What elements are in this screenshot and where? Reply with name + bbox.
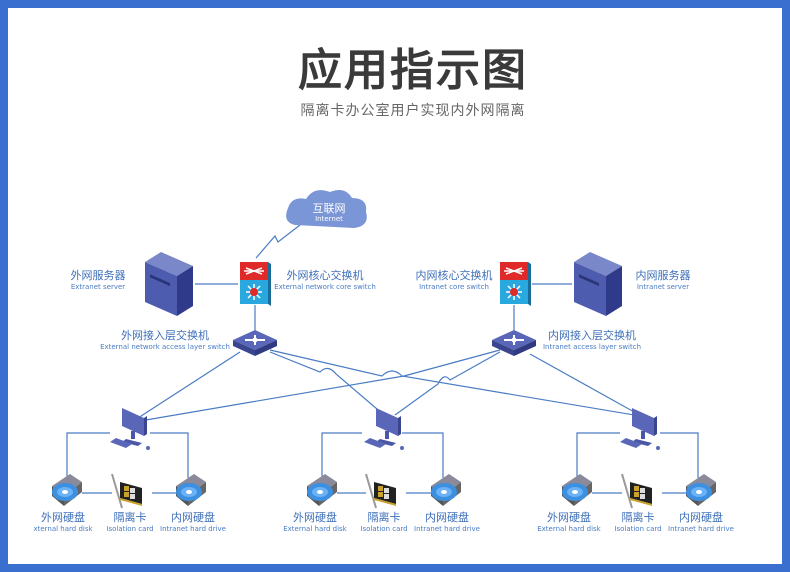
- int-to-pc3: [529, 353, 637, 414]
- connection-lines: [66, 224, 699, 494]
- external-core-switch-label-cn: 外网核心交换机: [286, 269, 364, 282]
- internet-label: 互联网 Internet: [290, 202, 368, 224]
- ext-to-pc3: [269, 349, 641, 417]
- extranet-server-label: 外网服务器 Extranet server: [58, 269, 138, 291]
- intranet-hard-drive-icon: [176, 474, 206, 506]
- computer-icon: [620, 408, 660, 450]
- intranet-server-label: 内网服务器 Intranet server: [628, 269, 698, 291]
- intranet-server-icon: [574, 252, 622, 316]
- extranet-server-label-cn: 外网服务器: [70, 269, 126, 282]
- page-title: 应用指示图: [298, 45, 528, 96]
- ext-disk-label-cn: 外网硬盘: [547, 511, 591, 524]
- intranet-server-label-en: Intranet server: [636, 282, 690, 291]
- isolation-card-label-cn: 隔离卡: [113, 511, 147, 524]
- isolation-card-label-en: Isolation card: [106, 524, 154, 533]
- ext-disk-label: 外网硬盘 External hard disk: [282, 511, 348, 533]
- computer-icon: [364, 408, 404, 450]
- external-hard-disk-icon: [52, 474, 82, 506]
- intranet-access-switch-label-en: Intranet access layer switch: [542, 342, 642, 351]
- isolation-card-icon: [111, 473, 143, 509]
- isolation-card-icon: [621, 473, 653, 509]
- int-disk-label-en: Intranet hard drive: [160, 524, 226, 533]
- isolation-card-icon: [365, 473, 397, 509]
- cloud-icon: [286, 190, 367, 228]
- ext-to-pc1: [137, 351, 241, 419]
- ext-disk-label-en: External hard disk: [537, 524, 601, 533]
- external-core-switch-label: 外网核心交换机 External network core switch: [272, 269, 378, 291]
- isolation-card-label-en: Isolation card: [360, 524, 408, 533]
- internet-label-en: Internet: [315, 215, 343, 224]
- ext-disk-label: 外网硬盘 External hard disk: [536, 511, 602, 533]
- external-access-switch-label-cn: 外网接入层交换机: [121, 329, 209, 342]
- int-disk-label-cn: 内网硬盘: [171, 511, 215, 524]
- extranet-server-label-en: Extranet server: [70, 282, 126, 291]
- int-disk-label-cn: 内网硬盘: [679, 511, 723, 524]
- external-hard-disk-icon: [562, 474, 592, 506]
- intranet-core-switch-icon: [499, 261, 532, 307]
- intranet-hard-drive-icon: [431, 474, 461, 506]
- int-disk-label-en: Intranet hard drive: [668, 524, 734, 533]
- isolation-card-label: 隔离卡 Isolation card: [610, 511, 666, 533]
- ext-disk-label-cn: 外网硬盘: [41, 511, 85, 524]
- ext-to-pc2: [269, 351, 385, 416]
- intranet-access-switch-label: 内网接入层交换机 Intranet access layer switch: [542, 329, 642, 351]
- int-disk-label: 内网硬盘 Intranet hard drive: [414, 511, 480, 533]
- page-subtitle: 隔离卡办公室用户实现内外网隔离: [300, 103, 526, 119]
- internet-label-cn: 互联网: [312, 202, 346, 215]
- ext-disk-label-en: External hard disk: [283, 524, 347, 533]
- internet-link: [255, 224, 301, 259]
- external-access-switch-label-en: External network access layer switch: [100, 342, 230, 351]
- ext-disk-label-cn: 外网硬盘: [293, 511, 337, 524]
- intranet-server-label-cn: 内网服务器: [635, 269, 691, 282]
- ext-disk-label-en: xternal hard disk: [33, 524, 93, 533]
- isolation-card-label-en: Isolation card: [614, 524, 662, 533]
- int-to-pc2: [394, 351, 501, 416]
- isolation-card-label: 隔离卡 Isolation card: [356, 511, 412, 533]
- isolation-card-label-cn: 隔离卡: [621, 511, 655, 524]
- intranet-core-switch-label-en: Intranet core switch: [419, 282, 489, 291]
- isolation-card-label-cn: 隔离卡: [367, 511, 401, 524]
- external-core-switch-icon: [239, 261, 272, 307]
- diagram-canvas: [8, 8, 782, 564]
- intranet-core-switch-label-cn: 内网核心交换机: [415, 269, 493, 282]
- int-disk-label: 内网硬盘 Intranet hard drive: [668, 511, 734, 533]
- extranet-server-icon: [145, 252, 193, 316]
- external-hard-disk-icon: [307, 474, 337, 506]
- intranet-core-switch-label: 内网核心交换机 Intranet core switch: [412, 269, 496, 291]
- int-to-pc1: [139, 349, 501, 422]
- int-disk-label: 内网硬盘 Intranet hard drive: [160, 511, 226, 533]
- intranet-hard-drive-icon: [686, 474, 716, 506]
- external-core-switch-label-en: External network core switch: [274, 282, 376, 291]
- int-disk-label-en: Intranet hard drive: [414, 524, 480, 533]
- ext-disk-label: 外网硬盘 xternal hard disk: [30, 511, 96, 533]
- int-disk-label-cn: 内网硬盘: [425, 511, 469, 524]
- external-access-switch-label: 外网接入层交换机 External network access layer s…: [100, 329, 230, 351]
- intranet-access-switch-label-cn: 内网接入层交换机: [548, 329, 636, 342]
- isolation-card-label: 隔离卡 Isolation card: [102, 511, 158, 533]
